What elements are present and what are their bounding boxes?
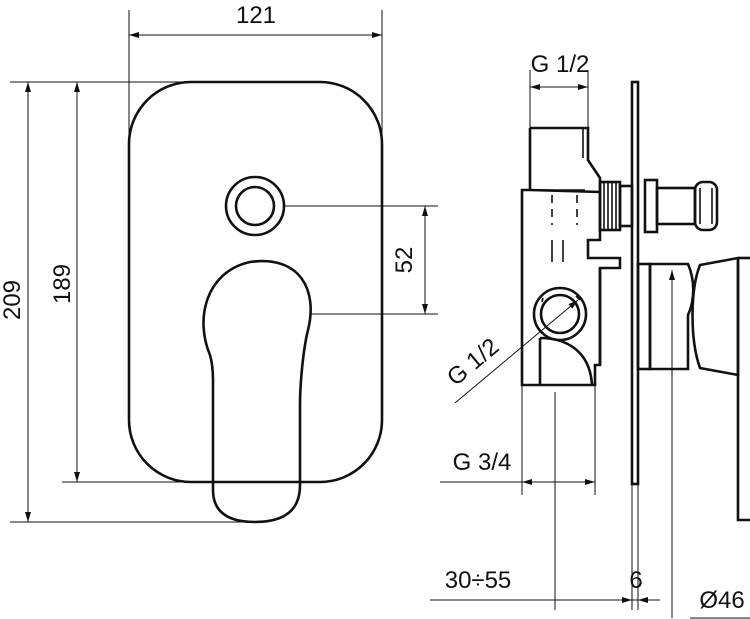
diverter-stem [598,178,719,234]
dim-diameter-label: Ø46 [699,587,744,614]
lever-handle [202,259,312,524]
cover-plate [127,80,384,484]
dim-height-total-label: 209 [0,280,26,320]
knurled-cartridge [691,256,740,377]
leader-thread-side [454,299,579,404]
dim-thread-side-label: G 1/2 [442,333,504,391]
front-view: 121 209 189 52 [0,2,438,524]
dim-thread-top-label: G 1/2 [531,51,590,78]
side-view: G 1/2 G 1/2 G 3/4 30÷55 6 Ø46 [430,51,750,619]
dim-depth-label: 30÷55 [445,567,512,594]
dim-plate-thickness-label: 6 [629,567,642,594]
valve-body [520,188,622,387]
dim-offset-label: 52 [391,247,418,274]
top-inlet [530,126,602,192]
side-outlet-inner [539,293,581,335]
dim-height-plate-label: 189 [49,264,76,304]
dim-width-label: 121 [236,2,276,29]
diverter-knob-inner [234,185,276,227]
side-outlet-outer [532,286,588,342]
dim-thread-bottom-label: G 3/4 [453,449,512,476]
